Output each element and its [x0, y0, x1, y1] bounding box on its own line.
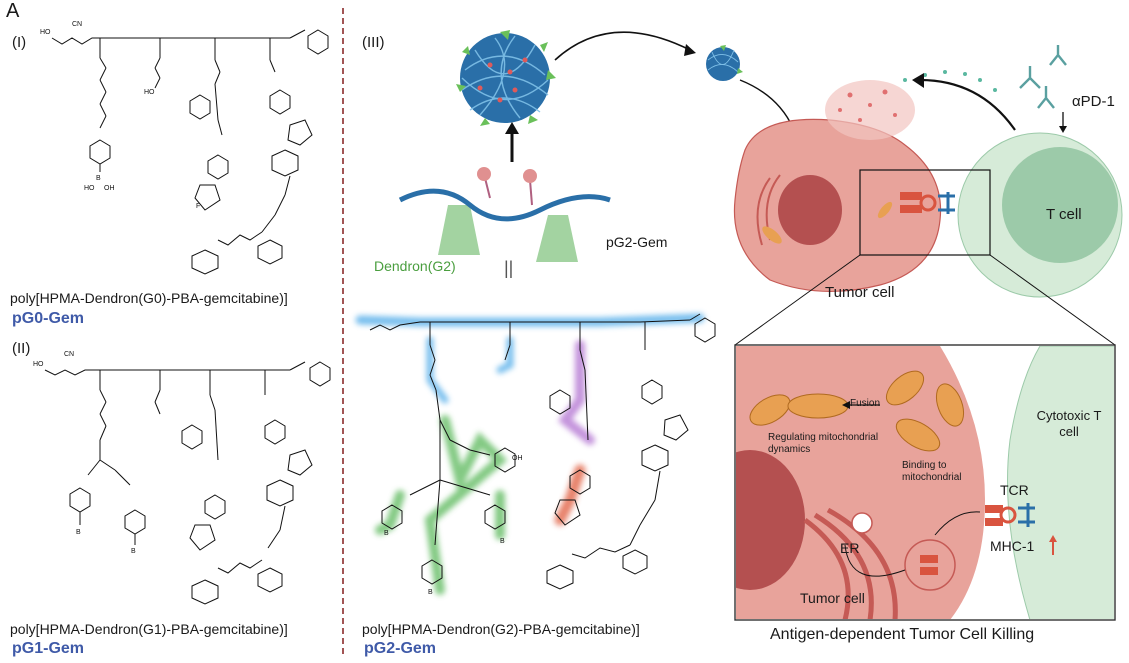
pg0-shortname: pG0-Gem	[12, 310, 85, 327]
pg1-shortname: pG1-Gem	[12, 640, 85, 657]
fusion-label: Fusion	[850, 398, 881, 409]
t-cell-top	[957, 132, 1123, 298]
pg0-fullname: poly[HPMA-Dendron(G0)-PBA-gemcitabine)]	[10, 290, 288, 306]
section-label-1: (I)	[12, 34, 27, 51]
structure-pg2	[369, 313, 716, 590]
chem-label: B	[131, 548, 136, 555]
figure-caption: Antigen-dependent Tumor Cell Killing	[770, 626, 1035, 643]
chem-label: CN	[72, 21, 82, 28]
nanoparticle-small	[706, 45, 743, 81]
nanoparticle-large	[456, 30, 556, 126]
chem-label: B	[384, 530, 389, 537]
chem-label: HO	[144, 89, 155, 96]
tcr-label: TCR	[1000, 482, 1029, 498]
regulating-label: Regulating mitochondrial dynamics	[768, 432, 879, 455]
curved-arrow	[554, 31, 691, 61]
structure-pg1	[44, 361, 331, 605]
chem-label: HO	[33, 361, 44, 368]
tumor-cell-top	[733, 118, 942, 293]
section-label-3: (III)	[362, 34, 385, 51]
antibody-icons	[1019, 45, 1067, 109]
pg2-fullname: poly[HPMA-Dendron(G2)-PBA-gemcitabine)]	[362, 621, 640, 637]
chem-label: B	[76, 529, 81, 536]
panel-letter: A	[6, 0, 20, 22]
chem-label: OH	[512, 455, 523, 462]
zoom-tumor-label: Tumor cell	[800, 590, 865, 606]
zoom-box	[859, 169, 991, 256]
zoom-line-right	[989, 254, 1116, 346]
er-label: ER	[840, 540, 860, 556]
polymer-schematic	[398, 167, 611, 262]
mhc-arrow	[934, 511, 981, 536]
zoom-line-left	[734, 254, 861, 346]
burst-cloud	[825, 70, 997, 140]
glow-highlights	[355, 313, 705, 595]
chem-label: F	[196, 203, 200, 210]
mitochondria	[749, 370, 965, 452]
chem-label: B	[96, 175, 101, 182]
zoom-panel	[734, 344, 1116, 621]
mhc-label: MHC-1	[990, 538, 1035, 554]
chem-label: HO	[40, 29, 51, 36]
section-label-2: (II)	[12, 340, 31, 357]
chem-label: HO	[84, 185, 95, 192]
chem-label: B	[500, 538, 505, 545]
chem-label: B	[428, 589, 433, 596]
equals-mark: ||	[504, 258, 514, 278]
tumor-cell-label: Tumor cell	[825, 284, 895, 301]
receptor-pair	[900, 192, 955, 214]
apd1-label: αPD-1	[1072, 93, 1115, 110]
chem-label: OH	[104, 185, 115, 192]
arrow-up-head	[505, 122, 519, 134]
binding-label: Binding to mitochondrial	[902, 460, 962, 483]
pg1-fullname: poly[HPMA-Dendron(G1)-PBA-gemcitabine)]	[10, 621, 288, 637]
chem-label: CN	[64, 351, 74, 358]
structure-pg0	[51, 29, 329, 275]
pg2-shortname: pG2-Gem	[364, 640, 437, 657]
t-cell-label: T cell	[1046, 206, 1082, 223]
er-arrow	[844, 544, 906, 577]
cytotoxic-label: Cytotoxic T cell	[1036, 408, 1102, 439]
dendron-label: Dendron(G2)	[374, 258, 456, 274]
cytokine-arrow	[919, 78, 1016, 131]
schematic-polymer-label: pG2-Gem	[606, 234, 668, 250]
